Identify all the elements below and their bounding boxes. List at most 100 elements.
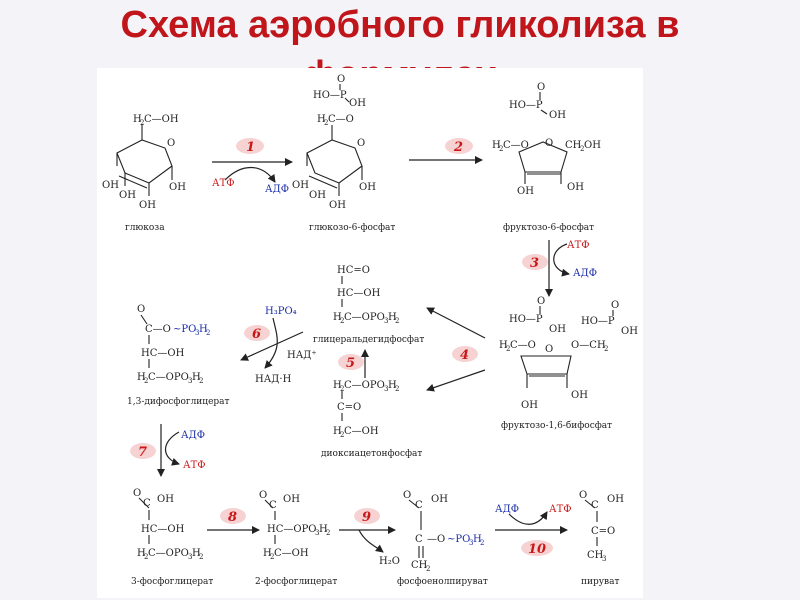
step-7-atp: АТФ <box>183 460 206 471</box>
svg-text:OH: OH <box>607 494 624 505</box>
svg-text:2: 2 <box>140 119 144 127</box>
step-6-number: 6 <box>252 327 261 342</box>
svg-text:—O: —O <box>427 534 445 545</box>
step-9: 9 H₂O <box>339 508 400 567</box>
svg-text:HC—OH: HC—OH <box>141 524 185 535</box>
svg-text:2: 2 <box>144 377 148 385</box>
step-8: 8 <box>207 508 260 534</box>
step-10-atp: АТФ <box>549 504 572 515</box>
svg-text:C—O: C—O <box>328 114 354 125</box>
step-10: АДФ АТФ 10 <box>495 504 572 557</box>
svg-text:2: 2 <box>144 553 148 561</box>
svg-text:H: H <box>388 380 397 391</box>
svg-text:O: O <box>611 300 619 311</box>
step-7: АДФ АТФ 7 <box>130 424 206 477</box>
svg-text:OH: OH <box>102 180 119 191</box>
svg-text:H: H <box>333 380 342 391</box>
svg-text:2: 2 <box>199 553 203 561</box>
step-1: 1 АТФ АДФ <box>212 138 293 195</box>
svg-text:OH: OH <box>292 180 309 191</box>
svg-text:O: O <box>537 296 545 307</box>
svg-text:C—O: C—O <box>510 340 536 351</box>
svg-text:CH: CH <box>565 140 582 151</box>
svg-text:H: H <box>492 140 501 151</box>
svg-text:3: 3 <box>195 329 199 337</box>
svg-text:CH: CH <box>411 560 428 571</box>
svg-text:2: 2 <box>340 385 344 393</box>
svg-text:HO—P: HO—P <box>313 90 347 101</box>
svg-text:OH: OH <box>621 326 638 337</box>
pg2-label: 2-фосфоглицерат <box>255 577 337 587</box>
svg-text:OH: OH <box>549 324 566 335</box>
svg-text:C: C <box>143 498 151 509</box>
step-8-number: 8 <box>228 510 237 525</box>
svg-text:C—O: C—O <box>503 140 529 151</box>
svg-text:2: 2 <box>395 385 399 393</box>
svg-text:O: O <box>579 490 587 501</box>
svg-text:HC—OH: HC—OH <box>141 348 185 359</box>
svg-text:H: H <box>597 340 606 351</box>
svg-text:3: 3 <box>188 553 192 561</box>
step-7-adp: АДФ <box>181 430 205 441</box>
svg-text:2: 2 <box>326 529 330 537</box>
svg-text:2: 2 <box>395 317 399 325</box>
step-6-nadh: НАД·Н <box>255 374 292 385</box>
step-2: 2 <box>409 138 483 164</box>
svg-text:HO—P: HO—P <box>509 100 543 111</box>
pg3-label: 3-фосфоглицерат <box>131 577 213 587</box>
svg-text:3: 3 <box>384 317 388 325</box>
svg-text:OH: OH <box>584 140 601 151</box>
step-3: АТФ АДФ 3 <box>522 240 597 297</box>
step-5: 5 <box>338 349 369 378</box>
svg-text:H: H <box>333 312 342 323</box>
svg-text:OH: OH <box>517 186 534 197</box>
svg-text:OH: OH <box>349 98 366 109</box>
svg-text:~PO: ~PO <box>447 534 470 545</box>
svg-text:O: O <box>357 138 365 149</box>
svg-text:OH: OH <box>567 182 584 193</box>
svg-text:2: 2 <box>580 145 584 153</box>
svg-text:C—OH: C—OH <box>344 426 379 437</box>
svg-text:2: 2 <box>340 431 344 439</box>
svg-text:O: O <box>137 304 145 315</box>
f16bp-label: фруктозо-1,6-бифосфат <box>501 420 612 431</box>
svg-text:OH: OH <box>359 182 376 193</box>
svg-text:HO—P: HO—P <box>509 314 543 325</box>
svg-text:C—OPO: C—OPO <box>148 548 189 559</box>
step-5-number: 5 <box>346 356 355 371</box>
svg-text:C=O: C=O <box>337 402 361 413</box>
pyruvate-structure: O C OH C=O CH3 <box>579 490 624 563</box>
svg-text:H: H <box>317 114 326 125</box>
step-1-adp: АДФ <box>265 184 289 195</box>
svg-text:O: O <box>545 344 553 355</box>
svg-text:2: 2 <box>340 317 344 325</box>
step-6: H₃PO₄ 6 НАД⁺ НАД·Н <box>240 306 317 385</box>
bpg13-label: 1,3-дифосфоглицерат <box>127 397 230 407</box>
step-3-atp: АТФ <box>567 240 590 251</box>
step-3-number: 3 <box>530 256 539 271</box>
svg-text:HO—P: HO—P <box>581 316 615 327</box>
g6p-label: глюкозо-6-фосфат <box>309 223 395 233</box>
svg-text:OH: OH <box>139 200 156 211</box>
svg-text:C: C <box>269 500 277 511</box>
svg-text:HC—OPO: HC—OPO <box>267 524 317 535</box>
svg-text:C—O: C—O <box>145 324 171 335</box>
svg-text:2: 2 <box>499 145 503 153</box>
svg-text:H: H <box>192 548 201 559</box>
gap-label: глицеральдегидфосфат <box>313 335 424 345</box>
svg-text:H: H <box>319 524 328 535</box>
step-4: 4 <box>426 307 486 392</box>
svg-text:H: H <box>499 340 508 351</box>
svg-text:OH: OH <box>431 494 448 505</box>
svg-text:C—OPO: C—OPO <box>344 380 385 391</box>
svg-text:C—OPO: C—OPO <box>344 312 385 323</box>
svg-text:H: H <box>199 324 208 335</box>
